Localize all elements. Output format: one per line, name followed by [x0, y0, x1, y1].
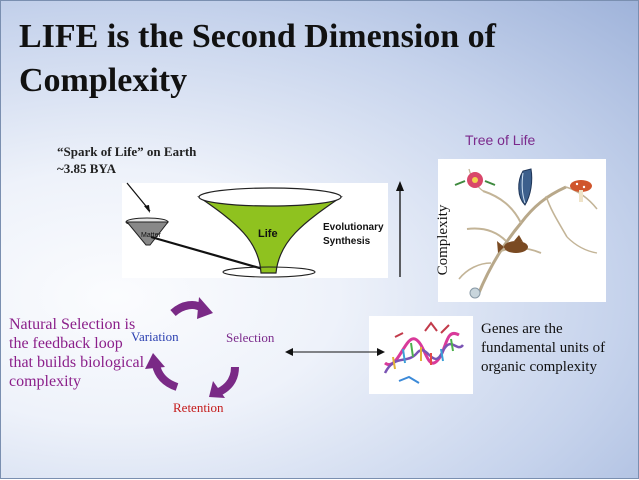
- tree-of-life-illustration: [454, 168, 598, 299]
- tree-of-life-label: Tree of Life: [465, 132, 536, 148]
- connector-arrowhead-right: [377, 348, 385, 356]
- life-funnel-base: [222, 266, 316, 278]
- life-funnel-rim: [198, 187, 342, 207]
- genes-text: Genes are the fundamental units of organ…: [481, 321, 606, 375]
- variation-label: Variation: [131, 329, 179, 344]
- cycle-arrow-right: [209, 366, 239, 398]
- evolutionary-synthesis-line2: Synthesis: [323, 236, 371, 247]
- complexity-arrowhead: [396, 181, 404, 191]
- dna-helix-illustration: [383, 321, 464, 384]
- life-funnel: [197, 196, 343, 274]
- connector-arrowhead-left: [285, 348, 293, 356]
- matter-funnel: [125, 221, 170, 246]
- cycle-arrow-top: [170, 297, 213, 319]
- life-label: Life: [258, 228, 278, 240]
- slide-title: LIFE is the Second Dimension of Complexi…: [19, 18, 496, 99]
- selection-label: Selection: [226, 330, 275, 345]
- matter-label: Matter: [141, 232, 162, 239]
- funnel-connector-line: [150, 235, 264, 271]
- spark-pointer-arrowhead: [144, 205, 150, 213]
- cycle-arrow-left: [145, 353, 179, 391]
- spark-of-life-label: “Spark of Life” on Earth ~3.85 BYA: [57, 144, 197, 176]
- natural-selection-text: Natural Selection is the feedback loop t…: [9, 316, 145, 390]
- retention-label: Retention: [173, 400, 224, 415]
- evolutionary-synthesis-line1: Evolutionary: [323, 222, 384, 233]
